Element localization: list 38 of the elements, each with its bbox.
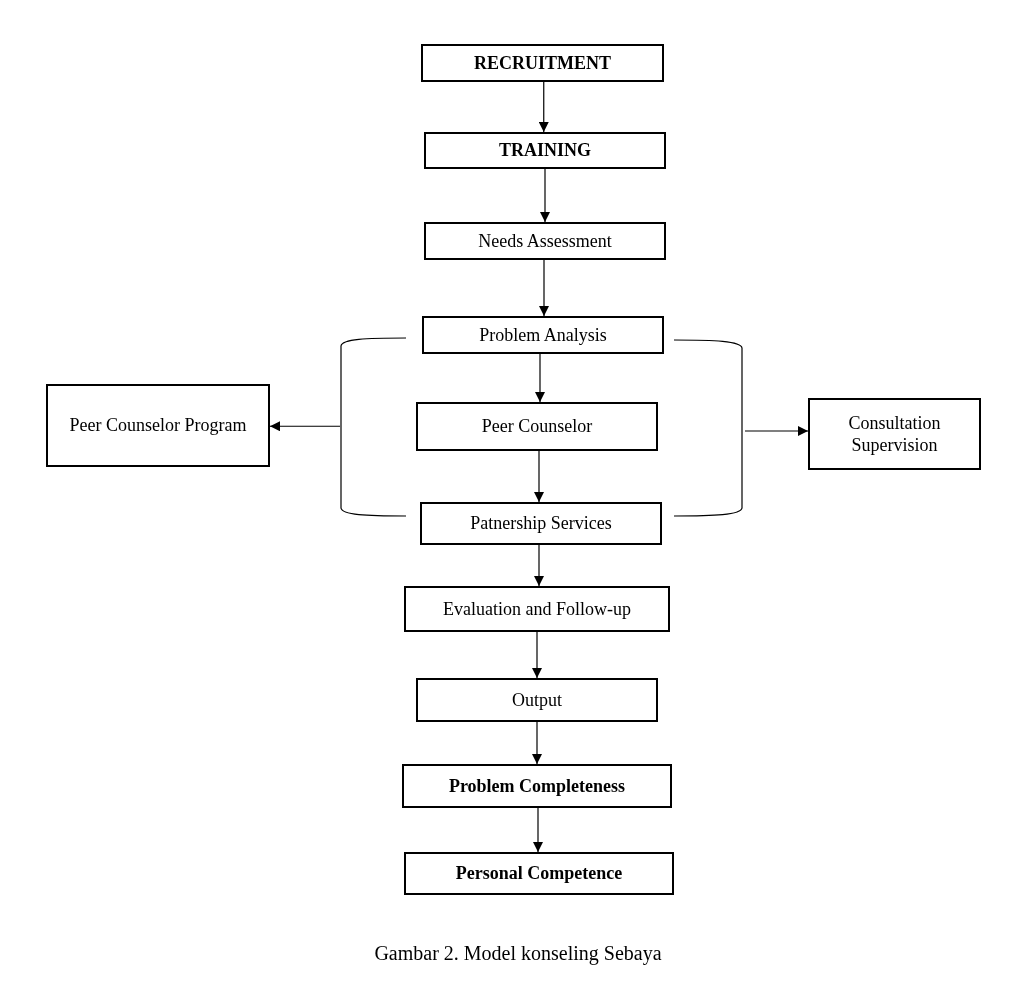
arrow (534, 450, 544, 503)
box-label: Peer Counselor (480, 415, 594, 438)
box-label: RECRUITMENT (473, 51, 612, 75)
arrow (540, 168, 550, 223)
process-box (404, 586, 670, 632)
arrow (539, 259, 549, 317)
process-box (424, 222, 666, 260)
box-label: Peer Counselor Program (68, 414, 248, 437)
arrow (535, 353, 545, 403)
process-box (422, 316, 664, 354)
bracket (338, 336, 406, 518)
box-label: Personal Competence (454, 862, 624, 885)
process-box (416, 678, 658, 722)
arrow (532, 721, 542, 765)
arrow (533, 807, 543, 853)
box-label: TRAINING (498, 139, 592, 162)
process-box (421, 44, 664, 82)
box-label: Problem Analysis (478, 323, 608, 347)
arrow (534, 544, 544, 587)
arrow (538, 81, 549, 133)
box-label: Consultation Supervision (847, 411, 942, 457)
process-box (416, 402, 658, 451)
process-box (808, 398, 981, 470)
arrow (269, 421, 341, 432)
box-label: Evaluation and Follow-up (442, 597, 632, 621)
box-label: Output (511, 688, 563, 712)
arrow (532, 631, 542, 679)
process-box (424, 132, 666, 169)
box-label: Patnership Services (469, 512, 613, 535)
box-label: Needs Assessment (477, 229, 613, 253)
caption: Gambar 2. Model konseling Sebaya (374, 942, 662, 964)
process-box (420, 502, 662, 545)
box-label: Problem Completeness (447, 774, 627, 798)
bracket (674, 338, 745, 518)
process-box (402, 764, 672, 808)
process-box (404, 852, 674, 895)
process-box (46, 384, 270, 467)
arrow (744, 426, 809, 436)
